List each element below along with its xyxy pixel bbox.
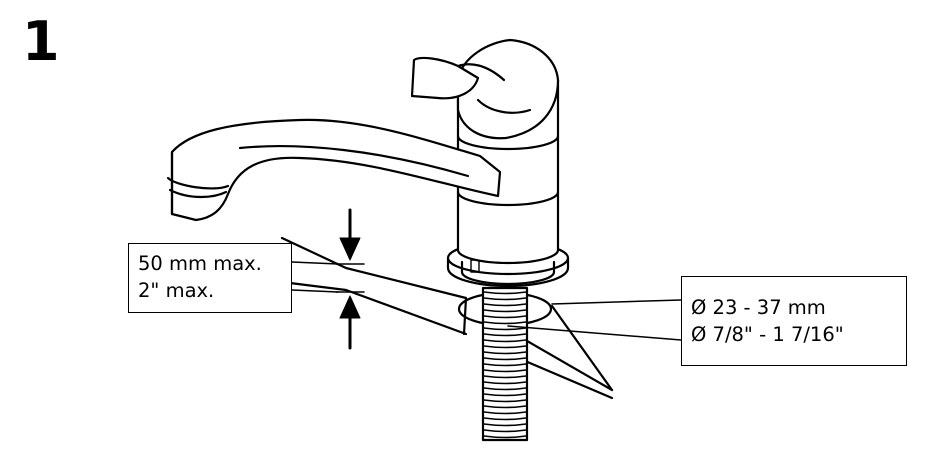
thickness-imperial: 2" max. xyxy=(138,279,215,302)
step-number: 1 xyxy=(22,10,60,73)
thickness-metric: 50 mm max. xyxy=(138,252,262,275)
countertop-thickness-callout: 50 mm max. 2" max. xyxy=(128,243,292,313)
threaded-shank xyxy=(481,286,529,442)
hole-diameter-imperial: Ø 7/8" - 1 7/16" xyxy=(691,323,844,346)
lever-handle xyxy=(410,38,560,140)
spout xyxy=(166,118,502,222)
leader-lines xyxy=(291,261,682,341)
thickness-arrows xyxy=(335,208,365,350)
hole-diameter-metric: Ø 23 - 37 mm xyxy=(691,296,826,319)
hole-diameter-callout: Ø 23 - 37 mm Ø 7/8" - 1 7/16" xyxy=(681,276,907,366)
